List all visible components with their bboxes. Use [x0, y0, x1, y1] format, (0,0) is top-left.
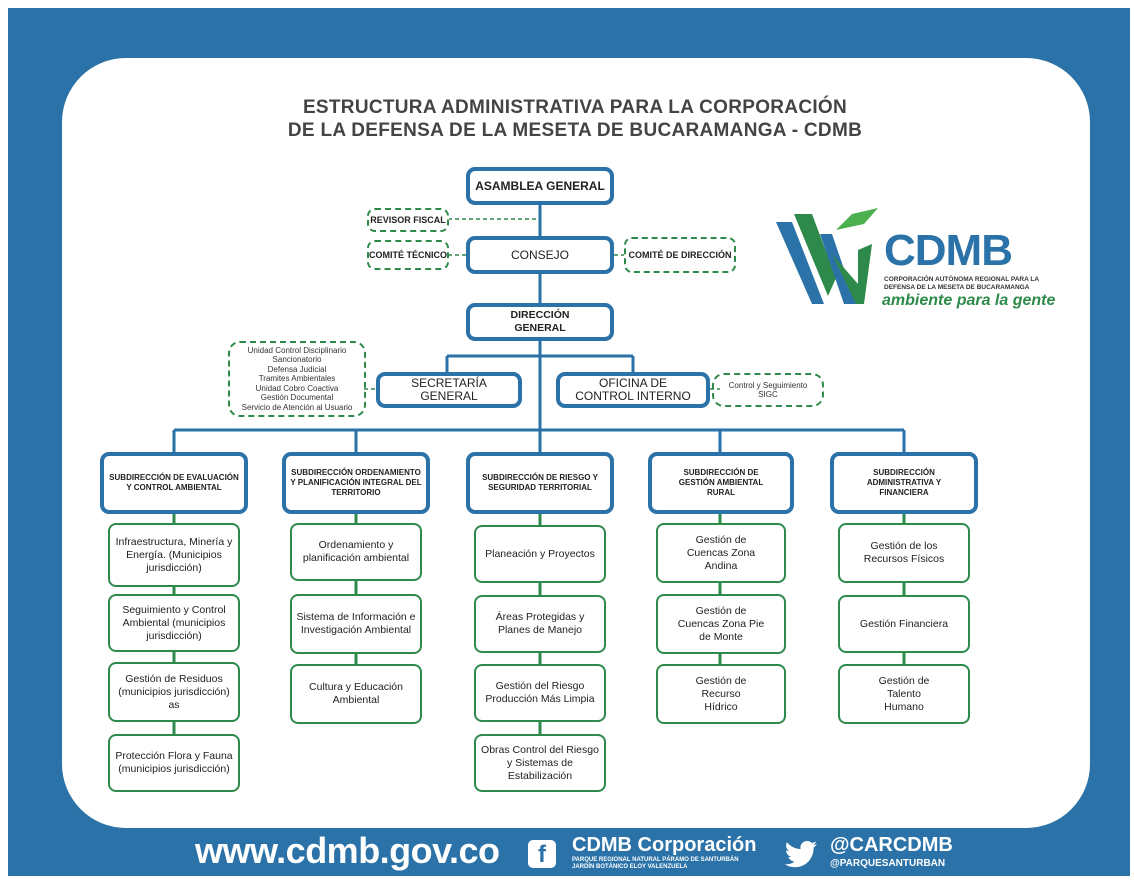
- facebook-subtitle-line: PARQUE REGIONAL NATURAL PÁRAMO DE SANTUR…: [572, 857, 739, 863]
- unit-box: Gestión de Cuencas Zona Andina: [656, 523, 786, 583]
- cdmb-logo: CDMB CORPORACIÓN AUTÓNOMA REGIONAL PARA …: [772, 204, 1055, 314]
- twitter-handle[interactable]: @CARCDMB: [830, 834, 953, 856]
- secretaria-unit: Sancionatorio: [272, 355, 322, 365]
- unit-box: Áreas Protegidas y Planes de Manejo: [474, 595, 606, 653]
- subdireccion-administrativa: SUBDIRECCIÓN ADMINISTRATIVA Y FINANCIERA: [830, 452, 978, 514]
- facebook-name[interactable]: CDMB Corporación: [572, 834, 757, 856]
- node-direccion-general: DIRECCIÓN GENERAL: [466, 303, 614, 341]
- secretaria-unit: Defensa Judicial: [267, 364, 327, 374]
- node-secretaria-general: SECRETARÍA GENERAL: [376, 372, 522, 408]
- subdireccion-riesgo: SUBDIRECCIÓN DE RIESGO Y SEGURIDAD TERRI…: [466, 452, 614, 514]
- footer-url-link[interactable]: www.cdmb.gov.co: [195, 830, 500, 871]
- twitter-icon[interactable]: [784, 840, 818, 868]
- twitter-subhandle[interactable]: @PARQUESANTURBAN: [830, 858, 946, 869]
- logo-subtitle: CORPORACIÓN AUTÓNOMA REGIONAL PARA LA DE…: [884, 276, 1039, 291]
- unit-box: Ordenamiento y planificación ambiental: [290, 523, 422, 581]
- unit-box: Obras Control del Riesgo y Sistemas de E…: [474, 734, 606, 792]
- unit-box: Gestión de Recurso Hídrico: [656, 664, 786, 724]
- unit-box: Gestión Financiera: [838, 595, 970, 653]
- unit-box: Cultura y Educación Ambiental: [290, 664, 422, 724]
- unit-box: Gestión de Talento Humano: [838, 664, 970, 724]
- unit-box: Gestión de los Recursos Físicos: [838, 523, 970, 583]
- unit-box: Infraestructura, Minería y Energía. (Mun…: [108, 523, 240, 587]
- facebook-subtitle-line: JARDÍN BOTÁNICO ELOY VALENZUELA: [572, 864, 688, 870]
- secretaria-unit: Unidad Cobro Coactiva: [255, 383, 339, 393]
- node-comite-direccion: COMITÉ DE DIRECCIÓN: [624, 237, 736, 273]
- facebook-icon[interactable]: f: [528, 840, 556, 868]
- logo-name: CDMB: [884, 226, 1013, 275]
- node-consejo: CONSEJO: [466, 236, 614, 274]
- secretaria-units-list: Unidad Control Disciplinario Sancionator…: [228, 341, 366, 417]
- subdireccion-evaluacion: SUBDIRECCIÓN DE EVALUACIÓN Y CONTROL AMB…: [100, 452, 248, 514]
- node-revisor-fiscal: REVISOR FISCAL: [367, 208, 449, 232]
- oficina-units-list: Control y Seguimiento SIGC: [712, 373, 824, 407]
- unit-box: Seguimiento y Control Ambiental (municip…: [108, 594, 240, 652]
- node-asamblea-general: ASAMBLEA GENERAL: [466, 167, 614, 205]
- unit-box: Protección Flora y Fauna (municipios jur…: [108, 734, 240, 792]
- secretaria-unit: Tramites Ambientales: [258, 374, 336, 384]
- title-line-1: ESTRUCTURA ADMINISTRATIVA PARA LA CORPOR…: [302, 97, 848, 118]
- unit-box: Sistema de Información e Investigación A…: [290, 594, 422, 654]
- title-line-2: DE LA DEFENSA DE LA MESETA DE BUCARAMANG…: [287, 120, 863, 141]
- unit-box: Planeación y Proyectos: [474, 525, 606, 583]
- unit-box: Gestión de Residuos (municipios jurisdic…: [108, 662, 240, 722]
- cdmb-emblem-icon: [776, 208, 878, 304]
- node-comite-tecnico: COMITÉ TÉCNICO: [367, 240, 449, 270]
- unit-box: Gestión del Riesgo Producción Más Limpia: [474, 664, 606, 722]
- chart-title: ESTRUCTURA ADMINISTRATIVA PARA LA CORPOR…: [250, 96, 900, 142]
- subdireccion-gestion-rural: SUBDIRECCIÓN DE GESTIÓN AMBIENTAL RURAL: [648, 452, 794, 514]
- subdireccion-ordenamiento: SUBDIRECCIÓN ORDENAMIENTO Y PLANIFICACIÓ…: [282, 452, 430, 514]
- unit-box: Gestión de Cuencas Zona Pie de Monte: [656, 594, 786, 654]
- oficina-unit: SIGC: [758, 390, 778, 399]
- secretaria-unit: Gestión Documental: [260, 393, 334, 403]
- secretaria-unit: Servicio de Atención al Usuario: [241, 402, 353, 412]
- node-oficina-control-interno: OFICINA DE CONTROL INTERNO: [556, 372, 710, 408]
- secretaria-unit: Unidad Control Disciplinario: [247, 345, 347, 355]
- oficina-unit: Control y Seguimiento: [728, 380, 808, 390]
- logo-tagline: ambiente para la gente: [882, 292, 1056, 309]
- facebook-subtitle: PARQUE REGIONAL NATURAL PÁRAMO DE SANTUR…: [572, 857, 772, 871]
